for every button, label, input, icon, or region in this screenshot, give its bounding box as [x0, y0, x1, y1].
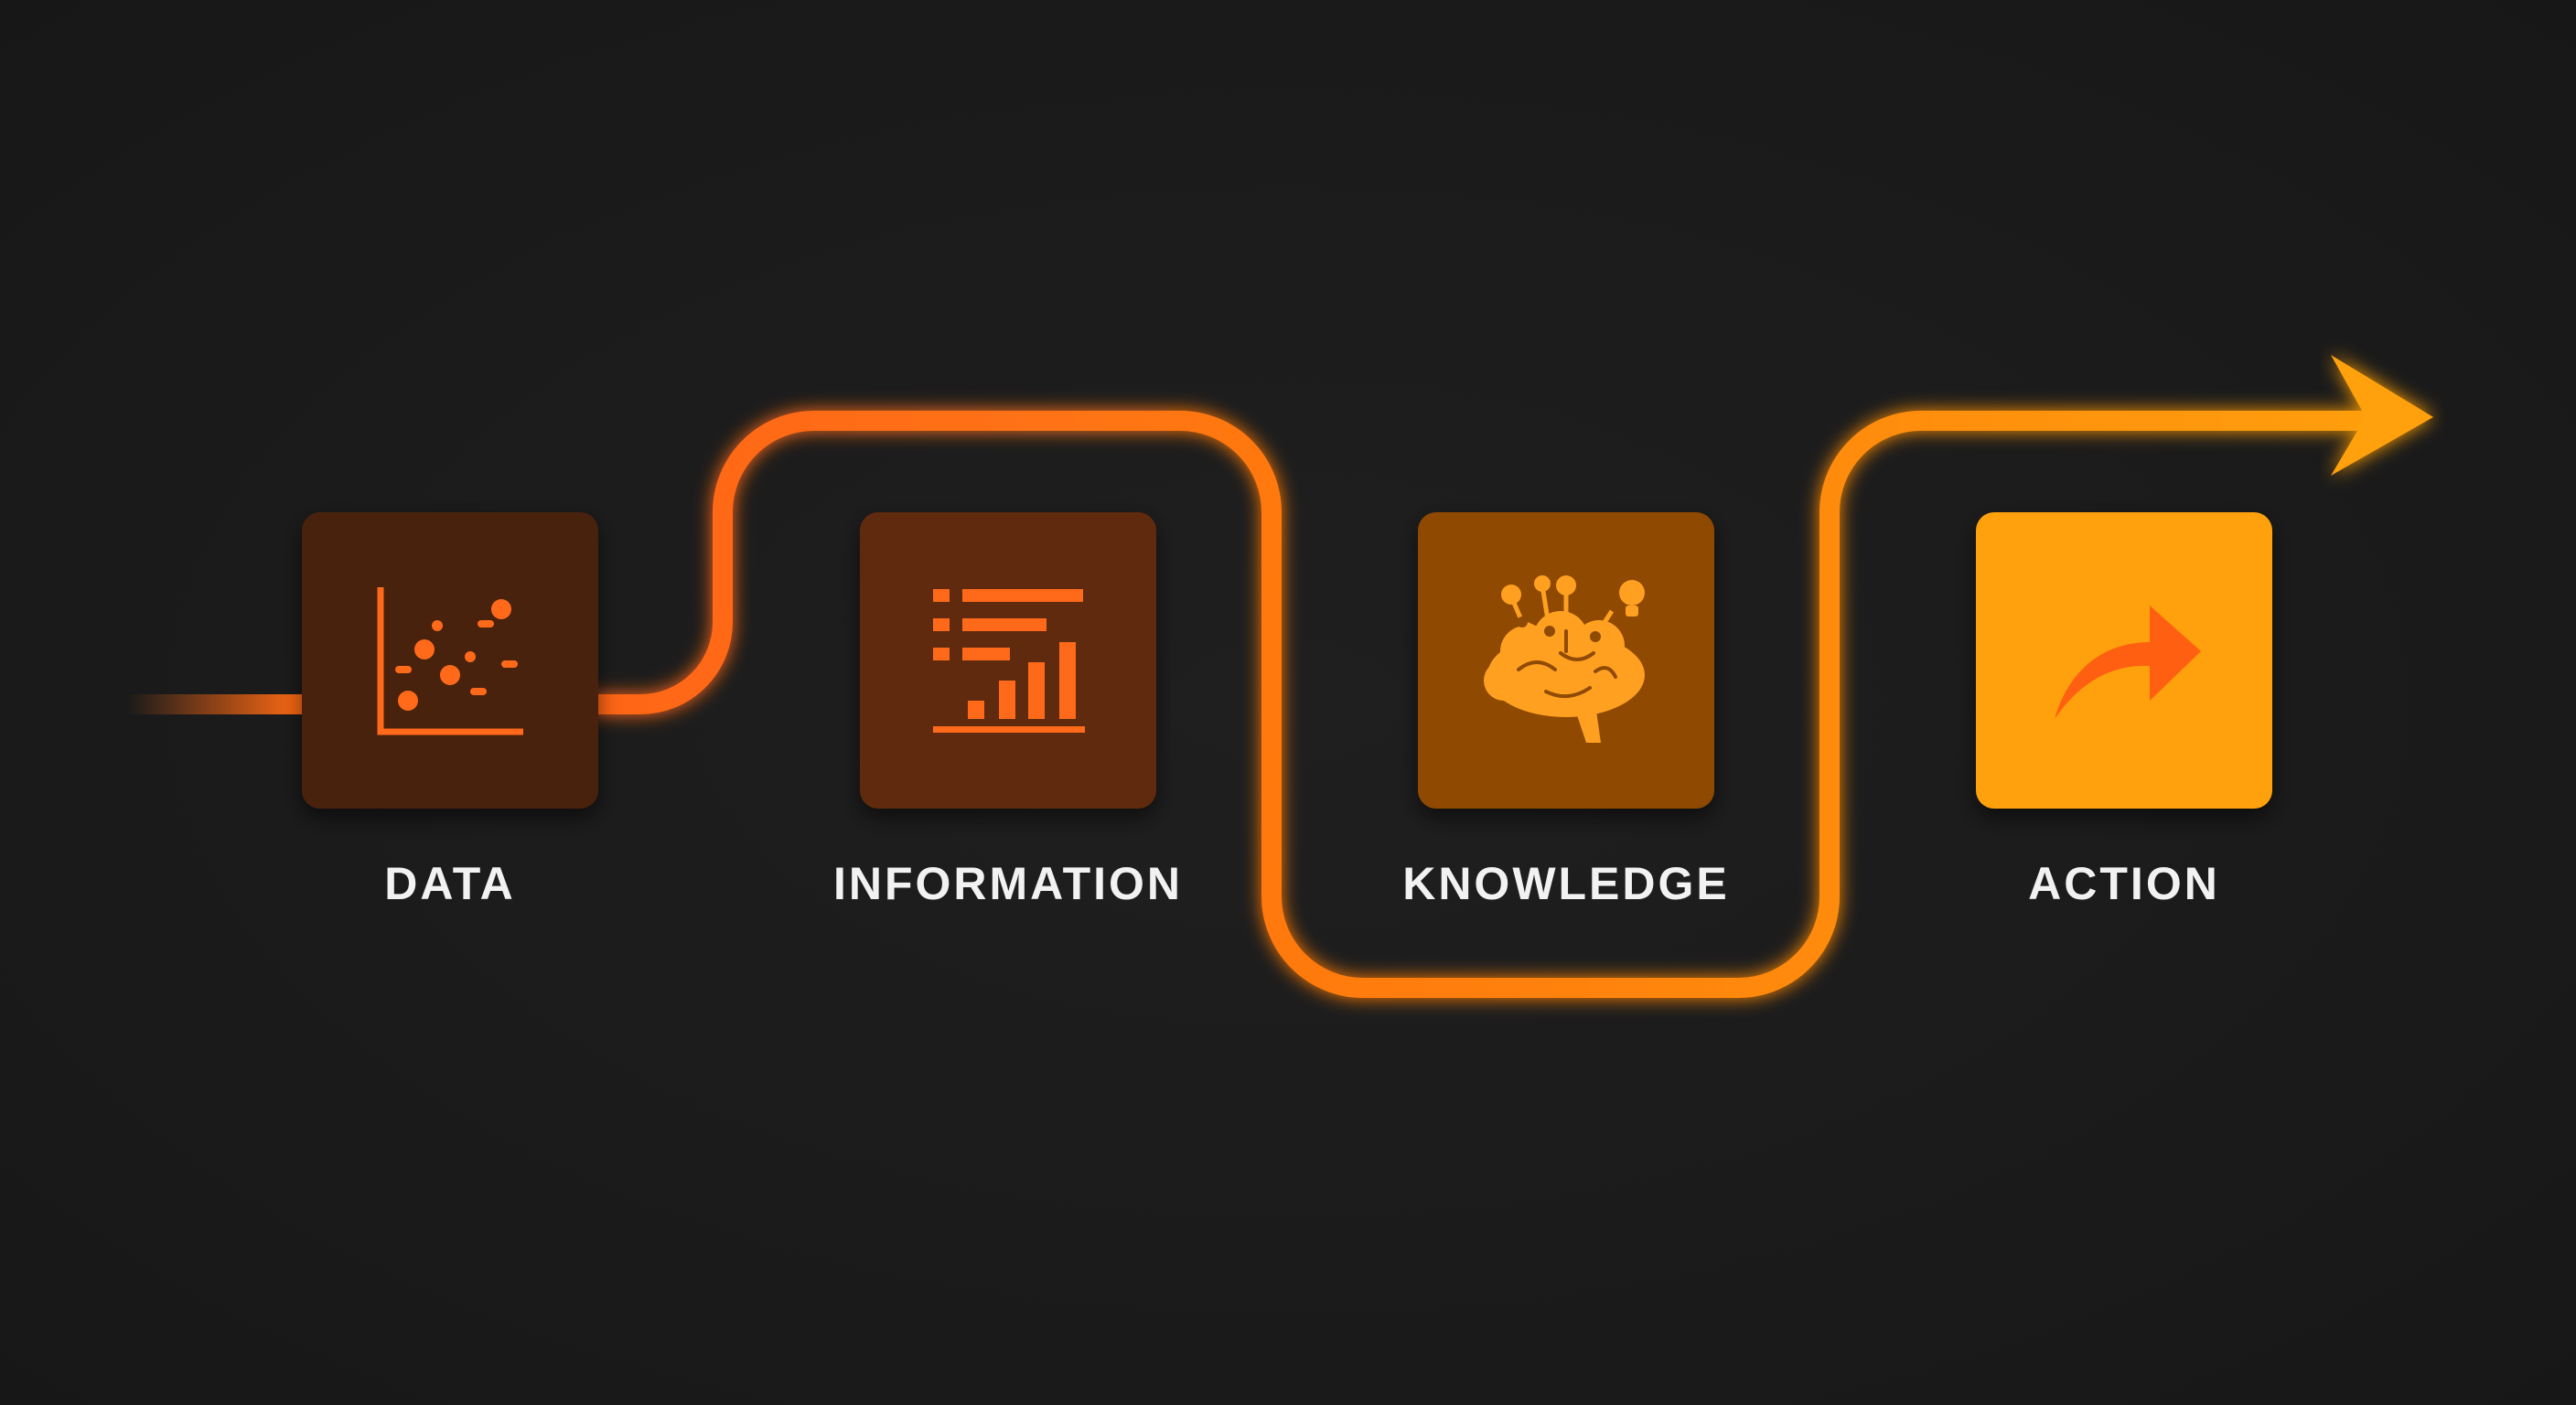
step-label-action: ACTION — [2028, 858, 2220, 909]
flow-path — [585, 411, 2379, 998]
brain-network-icon — [1484, 575, 1645, 743]
step-knowledge — [1418, 512, 1714, 809]
step-data — [302, 512, 598, 809]
step-label-data: DATA — [384, 858, 516, 909]
step-information — [860, 512, 1156, 809]
step-label-information: INFORMATION — [832, 858, 1184, 909]
scatter-plot-icon — [377, 587, 523, 735]
list-bar-chart-icon — [933, 589, 1085, 733]
tile-data — [302, 512, 598, 809]
step-action — [1976, 512, 2272, 809]
arrow-head-icon — [2331, 355, 2433, 476]
step-label-knowledge: KNOWLEDGE — [1402, 858, 1730, 909]
forward-arrow-icon — [2055, 606, 2201, 719]
